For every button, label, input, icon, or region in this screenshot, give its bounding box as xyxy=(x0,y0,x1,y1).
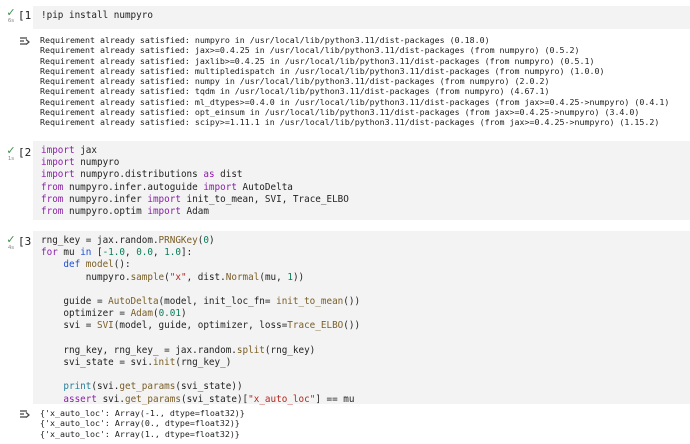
check-icon: ✓ xyxy=(6,6,16,19)
code-line: guide = AutoDelta(model, init_loc_fn= in… xyxy=(41,296,361,308)
cell-1-output: Requirement already satisfied: numpyro i… xyxy=(40,35,669,128)
code-line: Requirement already satisfied: scipy>=1.… xyxy=(40,117,660,128)
code-line: numpyro.sample("x", dist.Normal(mu, 1)) xyxy=(41,271,305,283)
code-line: import jax xyxy=(41,145,97,156)
code-line: import numpyro.distributions as dist xyxy=(41,169,243,181)
output-toggle-icon[interactable] xyxy=(18,35,32,47)
cell-1-editor[interactable]: !pip install numpyro xyxy=(33,6,690,29)
cell-1-status: ✓ 6s xyxy=(2,7,20,25)
check-icon: ✓ xyxy=(6,144,16,157)
code-line: from numpyro.infer.autoguide import Auto… xyxy=(41,181,293,193)
code-line: for mu in [-1.0, 0.0, 1.0]: xyxy=(41,247,193,259)
cell-1-duration: 6s xyxy=(7,18,15,24)
code-line: optimizer = Adam(0.01) xyxy=(41,308,187,320)
cell-3-editor[interactable]: rng_key = jax.random.PRNGKey(0) for mu i… xyxy=(33,231,690,406)
cell-2-status: ✓ 1s xyxy=(2,145,20,163)
code-line: Requirement already satisfied: numpy in … xyxy=(40,76,550,87)
code-line: {'x_auto_loc': Array(-1., dtype=float32)… xyxy=(40,408,245,418)
cell-3-duration: 4s xyxy=(7,245,15,251)
code-line: Requirement already satisfied: multipled… xyxy=(40,65,605,76)
code-line: svi_state = svi.init(rng_key_) xyxy=(41,357,232,369)
cell-3-status: ✓ 4s xyxy=(2,234,20,252)
code-line: from numpyro.optim import Adam xyxy=(41,206,209,218)
cell-1-code[interactable]: !pip install numpyro xyxy=(41,10,153,22)
code-line: def model(): xyxy=(63,259,131,271)
cell-2-code[interactable]: import jax import numpyro import numpyro… xyxy=(41,145,349,218)
code-line: print(svi.get_params(svi_state)) xyxy=(63,381,243,393)
cell-3-exec-count[interactable]: [3] xyxy=(18,235,38,248)
code-line: svi = SVI(model, guide, optimizer, loss=… xyxy=(41,320,361,332)
code-line: Requirement already satisfied: jax>=0.4.… xyxy=(40,45,580,56)
cell-1-exec-count[interactable]: [1] xyxy=(18,9,38,22)
code-line: {'x_auto_loc': Array(0., dtype=float32)} xyxy=(40,418,240,429)
code-line: !pip install numpyro xyxy=(41,10,153,21)
code-line: import numpyro xyxy=(41,157,120,169)
code-line: assert svi.get_params(svi_state)["x_auto… xyxy=(63,393,355,405)
cell-2-duration: 1s xyxy=(7,156,15,162)
code-line: Requirement already satisfied: ml_dtypes… xyxy=(40,96,670,107)
code-line: rng_key, rng_key_ = jax.random.split(rng… xyxy=(41,344,316,356)
code-line: rng_key = jax.random.PRNGKey(0) xyxy=(41,235,215,246)
output-toggle-icon[interactable] xyxy=(18,408,32,420)
code-line: Requirement already satisfied: opt_einsu… xyxy=(40,107,640,118)
cell-2-exec-count[interactable]: [2] xyxy=(18,146,38,159)
code-line: Requirement already satisfied: jaxlib>=0… xyxy=(40,55,595,66)
code-line: {'x_auto_loc': Array(1., dtype=float32)} xyxy=(40,428,240,439)
check-icon: ✓ xyxy=(6,233,16,246)
code-line: Requirement already satisfied: tqdm in /… xyxy=(40,86,550,97)
cell-2-editor[interactable]: import jax import numpyro import numpyro… xyxy=(33,141,690,220)
code-line: from numpyro.infer import init_to_mean, … xyxy=(41,193,349,205)
cell-3-code[interactable]: rng_key = jax.random.PRNGKey(0) for mu i… xyxy=(41,235,360,406)
code-line: Requirement already satisfied: numpyro i… xyxy=(40,35,490,45)
cell-3-output: {'x_auto_loc': Array(-1., dtype=float32)… xyxy=(40,408,245,439)
